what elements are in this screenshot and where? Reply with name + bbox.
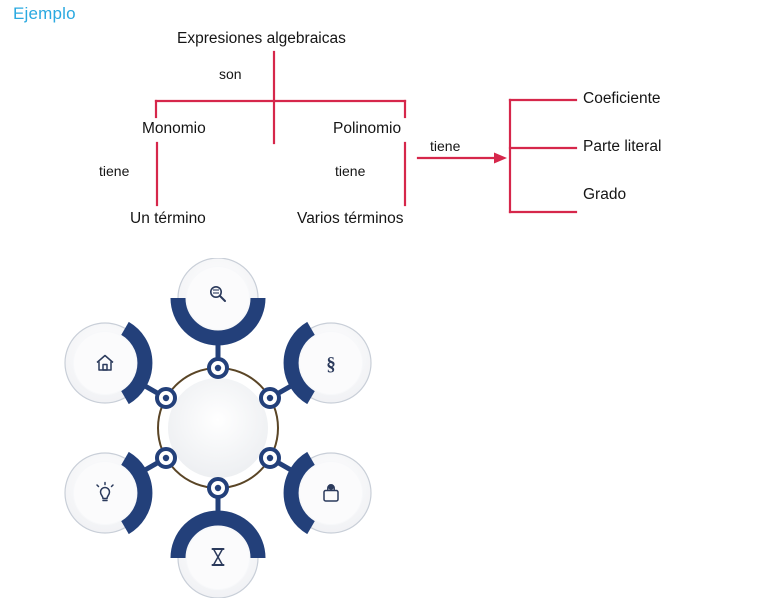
node-arc-top (170, 297, 266, 346)
concept-map-lines (154, 50, 578, 214)
wheel-node-lower-left[interactable] (64, 451, 153, 535)
hub-knob-upper-right (259, 387, 281, 409)
briefcase-icon (323, 484, 339, 502)
hub-knob-top (207, 357, 229, 379)
connector-label-son: son (219, 66, 242, 82)
hub-knob-lower-right (259, 447, 281, 469)
node-un-termino: Un término (130, 210, 206, 227)
node-face-top (187, 267, 249, 329)
hub-knobs (155, 357, 281, 499)
hub-knob-bottom (207, 477, 229, 499)
hourglass-icon (211, 548, 225, 566)
connector-label-monomio-tiene: tiene (99, 163, 130, 179)
magnifier-icon (210, 286, 226, 302)
wheel-node-upper-right[interactable]: § (283, 321, 372, 405)
node-expresiones-algebraicas: Expresiones algebraicas (177, 30, 346, 47)
page-title: Ejemplo (13, 4, 76, 23)
node-arc-upper-left (120, 321, 153, 405)
section-icon: § (326, 354, 336, 375)
connector-label-polinomio-tiene: tiene (335, 163, 366, 179)
node-arc-lower-right (283, 451, 316, 535)
tiene-arrow-head (494, 152, 507, 164)
node-varios-terminos: Varios términos (297, 210, 404, 227)
node-grado: Grado (583, 186, 627, 203)
hub-and-spoke-diagram: § (48, 258, 388, 598)
wheel-node-bottom[interactable] (170, 510, 266, 598)
node-arc-bottom (170, 510, 266, 559)
wheel-node-top[interactable] (170, 258, 266, 346)
lightbulb-icon (96, 481, 114, 502)
hub-knob-lower-left (155, 447, 177, 469)
wheel-node-lower-right[interactable] (283, 451, 372, 535)
node-coeficiente: Coeficiente (583, 90, 661, 107)
node-arc-lower-left (120, 451, 153, 535)
hub-and-spoke-svg: § (64, 258, 372, 598)
node-face-lower-left (74, 462, 136, 524)
node-face-upper-right (300, 332, 362, 394)
node-arc-upper-right (283, 321, 316, 405)
connector-label-arrow-tiene: tiene (430, 138, 461, 154)
hub-center (168, 378, 268, 478)
concept-map: Expresiones algebraicas son Monomio tien… (0, 0, 770, 250)
hub-knob-upper-left (155, 387, 177, 409)
node-monomio: Monomio (142, 120, 206, 137)
node-face-lower-right (300, 462, 362, 524)
node-face-upper-left (74, 332, 136, 394)
node-parte-literal: Parte literal (583, 138, 662, 155)
home-icon (96, 354, 114, 371)
wheel-node-upper-left[interactable] (64, 321, 153, 405)
node-polinomio: Polinomio (333, 120, 402, 137)
